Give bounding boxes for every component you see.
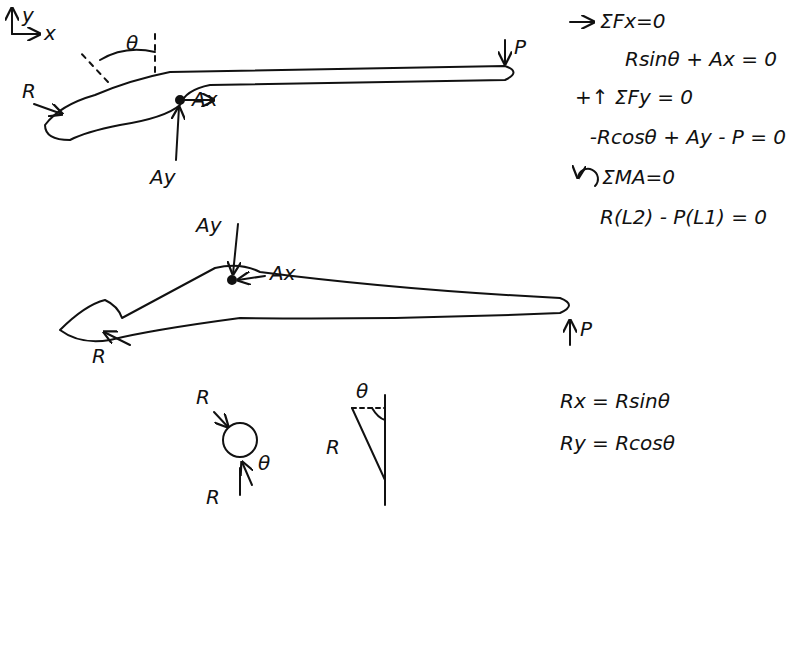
label: R [206, 486, 220, 508]
y-axis [11, 8, 13, 34]
force-arrow [233, 224, 238, 274]
sign-arrow [570, 21, 594, 23]
force-arrow [104, 332, 130, 345]
label: θ [258, 452, 270, 474]
label: Ax [270, 262, 296, 284]
pin-a [176, 96, 184, 104]
roller-circle [223, 423, 257, 457]
label: R [22, 80, 36, 102]
label: ΣMA=0 [602, 166, 675, 188]
label: R [326, 436, 340, 458]
label: P [514, 36, 526, 58]
moment-arrow [578, 169, 598, 186]
force-arrow [238, 276, 265, 280]
label: P [580, 318, 592, 340]
label: Rx = Rsinθ [560, 390, 670, 412]
force-arrow [242, 462, 252, 485]
label: x [44, 22, 56, 44]
label: y [22, 4, 34, 26]
force-arrow [176, 107, 179, 160]
label: -Rcosθ + Ay - P = 0 [590, 126, 786, 148]
label: Ry = Rcosθ [560, 432, 675, 454]
force-arrow [34, 104, 62, 114]
label: θ [126, 32, 138, 54]
label: Ax [192, 88, 218, 110]
label: Ay [150, 166, 176, 188]
label: R [92, 345, 106, 367]
reference-line [384, 395, 386, 505]
label: θ [356, 380, 368, 402]
force-arrow [214, 412, 228, 427]
label: Rsinθ + Ax = 0 [625, 48, 777, 70]
reference-line [78, 50, 108, 82]
pin-a [228, 276, 236, 284]
reference-line [352, 407, 385, 409]
lever-body [45, 66, 514, 140]
label: +↑ ΣFy = 0 [575, 86, 693, 108]
force-arrow [504, 40, 506, 64]
lever-body [60, 266, 569, 342]
force-line [352, 408, 385, 480]
label: Ay [196, 214, 222, 236]
angle-arc [372, 408, 385, 420]
label: R [196, 386, 210, 408]
reference-line [239, 468, 241, 495]
force-arrow [569, 320, 571, 345]
x-axis [12, 33, 40, 35]
label: ΣFx=0 [600, 10, 665, 32]
label: R(L2) - P(L1) = 0 [600, 206, 767, 228]
